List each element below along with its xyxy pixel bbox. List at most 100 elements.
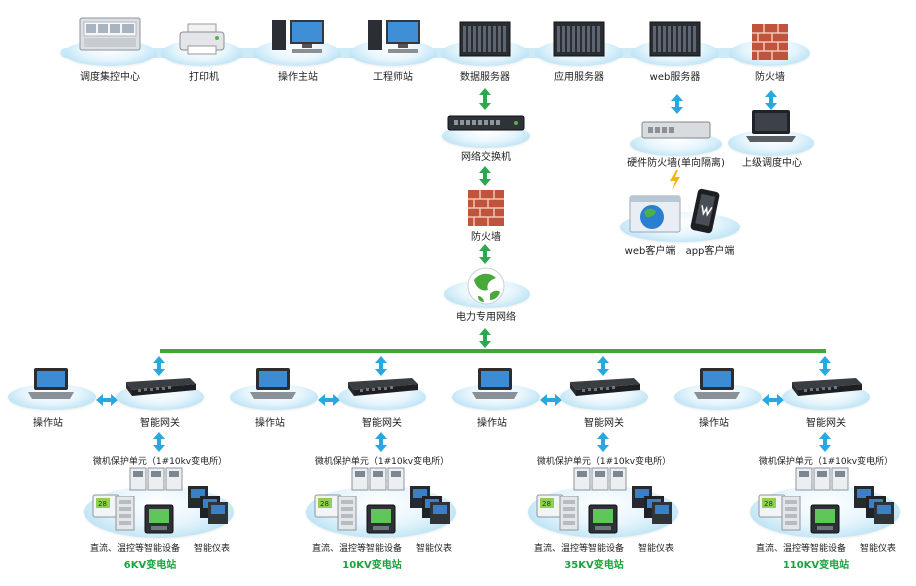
- protection-unit-icon: [794, 466, 850, 496]
- double-arrow-icon: [375, 432, 387, 452]
- laptop-icon: [470, 366, 520, 406]
- smart-meter-label: 智能仪表: [637, 544, 675, 554]
- top-label-firewall: 防火墙: [755, 72, 785, 83]
- upper-center-label: 上级调度中心: [742, 158, 802, 169]
- temp-controller-icon: 28: [314, 494, 342, 522]
- center-firewall-label: 防火墙: [471, 232, 501, 243]
- laptop-icon: [26, 366, 76, 406]
- temp-controller-icon: 28: [536, 494, 564, 522]
- server-icon: [458, 20, 512, 62]
- svg-text:28: 28: [542, 500, 551, 508]
- workstation-icon: [366, 16, 422, 60]
- smart-meter-label: 智能仪表: [859, 544, 897, 554]
- hardware-firewall-icon: [640, 118, 712, 146]
- smart-devices-label: 直流、温控等智能设备: [311, 544, 403, 554]
- protection-unit-icon: [572, 466, 628, 496]
- smart-meter-icon: [588, 504, 618, 538]
- gateway-label: 智能网关: [140, 418, 180, 429]
- dc-panel-icon: [336, 495, 358, 536]
- hw-firewall-label: 硬件防火墙(单向隔离): [627, 158, 725, 169]
- meter-group-icon: [186, 484, 230, 530]
- gateway-label: 智能网关: [362, 418, 402, 429]
- laptop-icon: [746, 108, 796, 148]
- double-arrow-icon: [479, 88, 491, 110]
- double-arrow-icon: [765, 90, 777, 110]
- protection-unit-label: 微机保护单元（1#10kv变电所）: [92, 457, 228, 467]
- server-icon: [552, 20, 606, 62]
- double-arrow-icon: [153, 356, 165, 376]
- operator-station-label: 操作站: [255, 418, 285, 429]
- protection-unit-label: 微机保护单元（1#10kv变电所）: [314, 457, 450, 467]
- temp-controller-icon: 28: [92, 494, 120, 522]
- protection-unit-icon: [350, 466, 406, 496]
- dc-panel-icon: [780, 495, 802, 536]
- substation-name: 110KV变电站: [782, 560, 850, 571]
- operator-station-label: 操作站: [699, 418, 729, 429]
- dc-panel-icon: [114, 495, 136, 536]
- operator-station-label: 操作站: [33, 418, 63, 429]
- top-label-control-center: 调度集控中心: [80, 72, 140, 83]
- double-arrow-icon: [597, 356, 609, 376]
- dc-panel-icon: [558, 495, 580, 536]
- firewall-icon: [468, 190, 504, 230]
- workstation-icon: [270, 16, 326, 60]
- double-arrow-icon: [375, 356, 387, 376]
- gateway-label: 智能网关: [806, 418, 846, 429]
- double-arrow-icon: [479, 244, 491, 264]
- server-icon: [648, 20, 702, 62]
- smart-meter-icon: [366, 504, 396, 538]
- double-arrow-icon: [479, 166, 491, 186]
- protection-unit-icon: [128, 466, 184, 496]
- double-arrow-icon: [96, 394, 118, 406]
- smart-gateway-icon: [122, 374, 198, 402]
- web-client-label: web客户端: [624, 246, 676, 257]
- protection-unit-label: 微机保护单元（1#10kv变电所）: [758, 457, 894, 467]
- substation-bus: [160, 349, 826, 353]
- double-arrow-icon: [318, 394, 340, 406]
- smart-devices-label: 直流、温控等智能设备: [533, 544, 625, 554]
- printer-icon: [178, 22, 226, 62]
- smart-devices-label: 直流、温控等智能设备: [89, 544, 181, 554]
- network-label: 电力专用网络: [456, 312, 516, 323]
- svg-text:28: 28: [764, 500, 773, 508]
- substation-name: 35KV变电站: [564, 560, 624, 571]
- meter-group-icon: [408, 484, 452, 530]
- smart-meter-icon: [810, 504, 840, 538]
- smart-gateway-icon: [566, 374, 642, 402]
- double-arrow-icon: [819, 432, 831, 452]
- web-client-icon: [628, 192, 682, 240]
- laptop-icon: [248, 366, 298, 406]
- laptop-icon: [692, 366, 742, 406]
- smart-gateway-icon: [788, 374, 864, 402]
- meter-group-icon: [852, 484, 896, 530]
- gateway-label: 智能网关: [584, 418, 624, 429]
- top-label-printer: 打印机: [189, 72, 219, 83]
- smart-meter-label: 智能仪表: [193, 544, 231, 554]
- smart-meter-icon: [144, 504, 174, 538]
- globe-network-icon: [466, 266, 506, 310]
- network-switch-icon: [446, 114, 526, 138]
- top-label-application-server: 应用服务器: [554, 72, 604, 83]
- double-arrow-icon: [597, 432, 609, 452]
- double-arrow-icon: [479, 328, 491, 348]
- double-arrow-icon: [819, 356, 831, 376]
- lightning-icon: [670, 170, 680, 190]
- smart-gateway-icon: [344, 374, 420, 402]
- substation-name: 6KV变电站: [123, 560, 177, 571]
- app-client-label: app客户端: [685, 246, 735, 257]
- top-label-web-server: web服务器: [649, 72, 701, 83]
- double-arrow-icon: [762, 394, 784, 406]
- firewall-icon: [752, 24, 788, 64]
- smartphone-icon: [690, 188, 720, 238]
- svg-text:28: 28: [320, 500, 329, 508]
- svg-text:28: 28: [98, 500, 107, 508]
- smart-meter-label: 智能仪表: [415, 544, 453, 554]
- top-label-engineer-station: 工程师站: [373, 72, 413, 83]
- double-arrow-icon: [153, 432, 165, 452]
- substation-name: 10KV变电站: [342, 560, 402, 571]
- operator-station-label: 操作站: [477, 418, 507, 429]
- disc: [728, 130, 814, 156]
- protection-unit-label: 微机保护单元（1#10kv变电所）: [536, 457, 672, 467]
- top-label-data-server: 数据服务器: [460, 72, 510, 83]
